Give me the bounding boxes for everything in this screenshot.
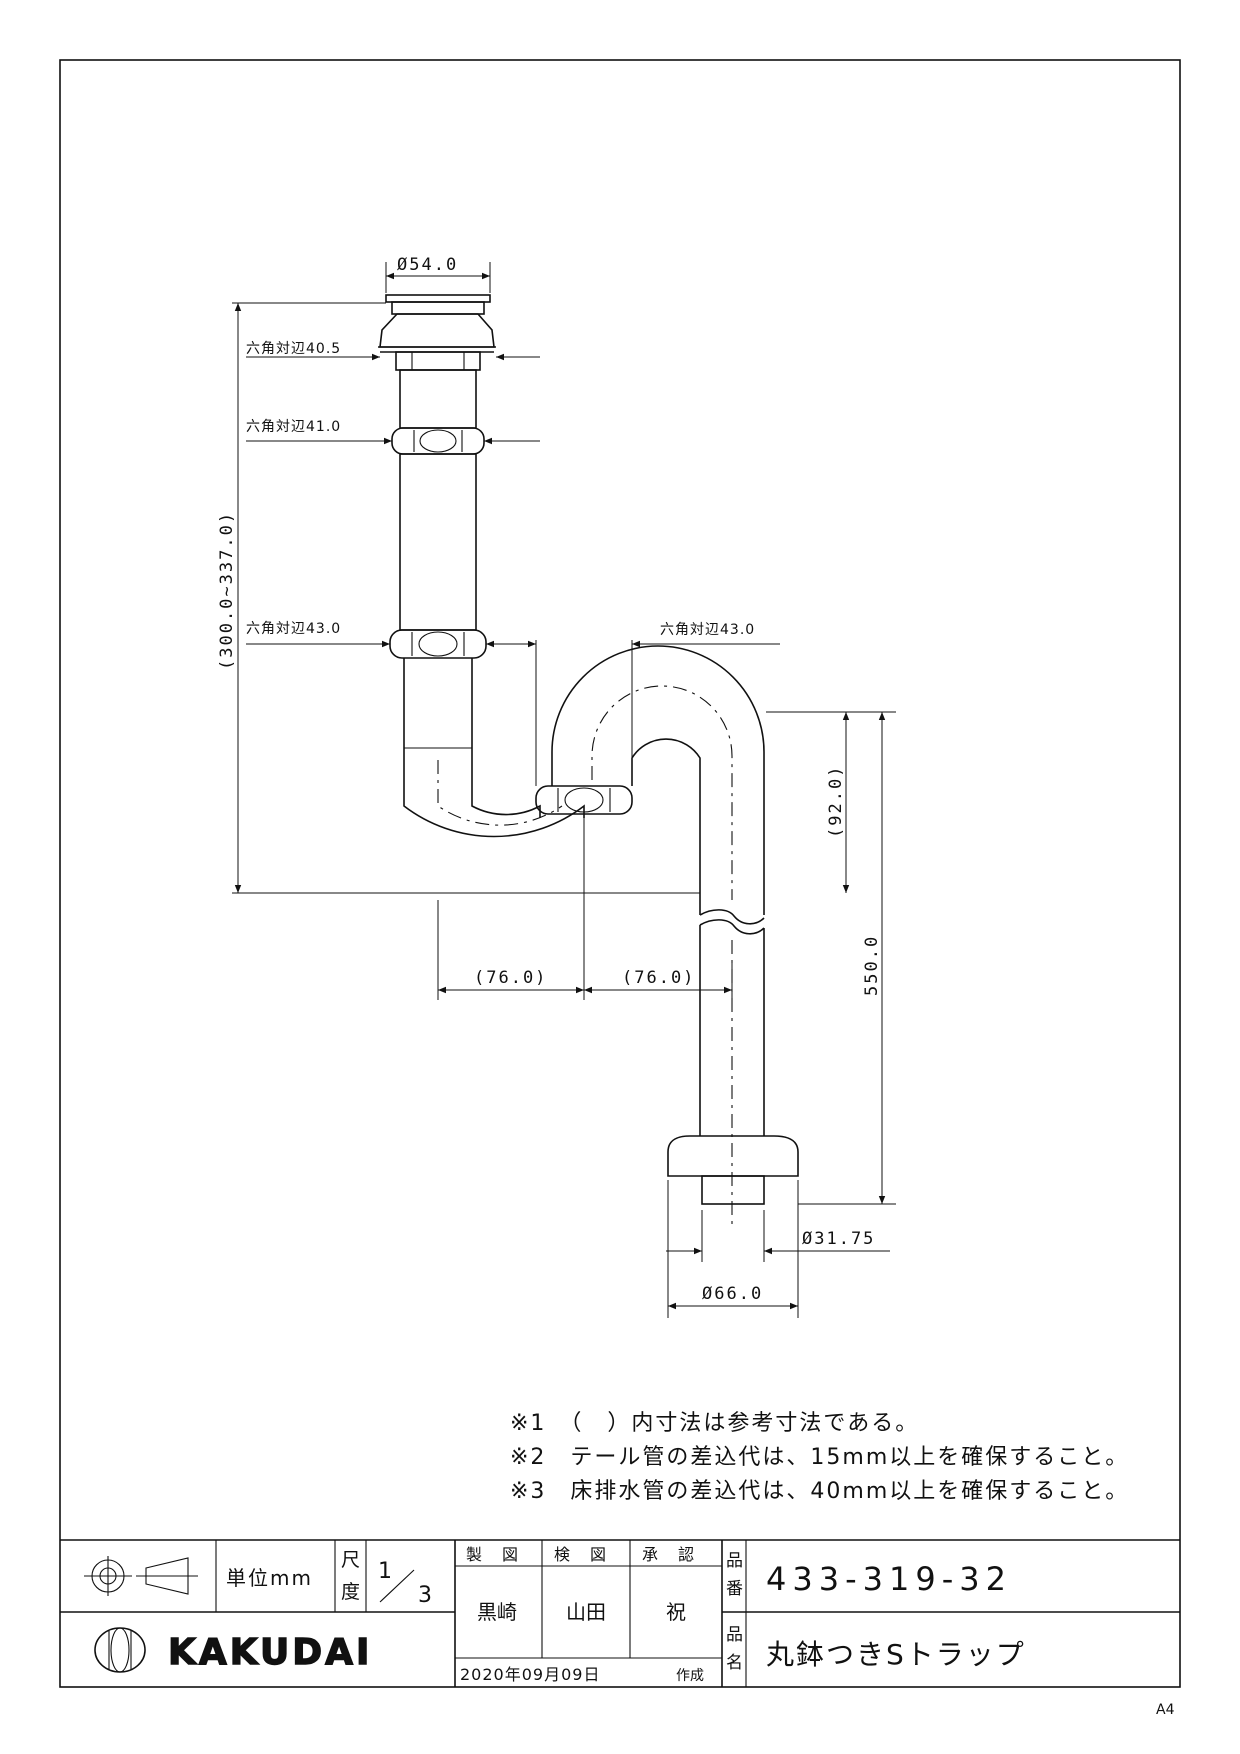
outlet-pipe	[699, 925, 765, 1136]
checked-label: 検 図	[554, 1545, 608, 1564]
drawn-by: 黒崎	[477, 1600, 517, 1624]
scale-slash	[379, 1569, 415, 1603]
dim-text-trap-depth: (92.0)	[826, 765, 846, 838]
unit-label: 単位mm	[226, 1566, 313, 1590]
tail-pipe	[399, 453, 477, 631]
hex-nut-43-left	[389, 629, 487, 659]
part-name-label-top: 品	[726, 1625, 743, 1645]
part-no-label-top: 品	[726, 1551, 743, 1571]
dim-text-top-dia: Ø54.0	[397, 255, 458, 275]
hex-nut-41	[391, 427, 485, 455]
dim-text-height-range: (300.0~337.0)	[217, 511, 237, 670]
brand-text: KAKUDAI	[168, 1632, 372, 1673]
sheet-border	[59, 59, 1181, 1688]
dim-text-hex-43-right: 六角対辺43.0	[660, 622, 755, 638]
dim-text-hex-43-left: 六角対辺43.0	[246, 621, 341, 637]
dim-trap-depth: (92.0)	[766, 711, 896, 893]
dim-hex-41-0: 六角対辺41.0	[246, 419, 540, 445]
dim-hex-43-left: 六角対辺43.0	[246, 621, 532, 648]
part-name: 丸鉢つきSトラップ	[766, 1638, 1026, 1671]
trap-inlet-leg	[403, 658, 473, 748]
projection-symbol-icon	[84, 1556, 198, 1596]
dim-pipe-dia: Ø31.75	[666, 1210, 890, 1262]
dim-text-flange-dia: Ø66.0	[702, 1284, 763, 1304]
dim-text-hex-40-5: 六角対辺40.5	[246, 341, 341, 357]
note-1: ※1 （ ）内寸法は参考寸法である。	[510, 1411, 919, 1436]
sheet-size: A4	[1156, 1702, 1175, 1718]
trap-lower-bend	[403, 748, 585, 838]
dim-overall-height: 550.0	[798, 712, 896, 1205]
part-no-label-bottom: 番	[726, 1579, 743, 1599]
kakudai-logo: KAKUDAI	[94, 1627, 372, 1674]
dim-text-overall-height: 550.0	[862, 935, 882, 996]
approved-label: 承 認	[642, 1545, 696, 1564]
trap-upper-bend	[551, 645, 765, 915]
date-suffix: 作成	[676, 1668, 704, 1684]
break-line	[699, 909, 765, 925]
dim-offsets: (76.0) (76.0)	[437, 818, 733, 1000]
scale-numerator: 1	[378, 1559, 392, 1584]
dim-height-range: (300.0~337.0)	[217, 302, 700, 894]
union-nut	[535, 785, 633, 815]
part-name-label-bottom: 名	[726, 1653, 743, 1673]
drawing-date: 2020年09月09日	[460, 1665, 600, 1684]
dim-text-offset-left: (76.0)	[474, 968, 547, 988]
title-block	[60, 1539, 1180, 1687]
part-number: 433-319-32	[766, 1560, 1012, 1598]
dim-text-pipe-dia: Ø31.75	[802, 1229, 875, 1249]
checked-by: 山田	[566, 1600, 606, 1624]
note-2: ※2 テール管の差込代は、15mm以上を確保すること。	[510, 1445, 1129, 1470]
dim-top-dia: Ø54.0	[385, 255, 491, 293]
dim-text-hex-41-0: 六角対辺41.0	[246, 419, 341, 435]
scale-denominator: 3	[418, 1583, 432, 1608]
drain-head	[378, 294, 496, 429]
notes: ※1 （ ）内寸法は参考寸法である。 ※2 テール管の差込代は、15mm以上を確…	[510, 1411, 1129, 1504]
dim-text-offset-right: (76.0)	[622, 968, 695, 988]
scale-label-top: 尺	[341, 1549, 360, 1571]
floor-flange	[667, 1135, 799, 1177]
dim-hex-40-5: 六角対辺40.5	[246, 341, 540, 361]
flange-spigot	[701, 1175, 765, 1205]
scale-label-bottom: 度	[341, 1581, 360, 1603]
dim-hex-43-right: 六角対辺43.0	[490, 622, 780, 786]
approved-by: 祝	[666, 1600, 686, 1624]
note-3: ※3 床排水管の差込代は、40mm以上を確保すること。	[510, 1479, 1129, 1504]
drawn-label: 製 図	[466, 1545, 520, 1564]
dim-flange-dia: Ø66.0	[667, 1180, 799, 1318]
